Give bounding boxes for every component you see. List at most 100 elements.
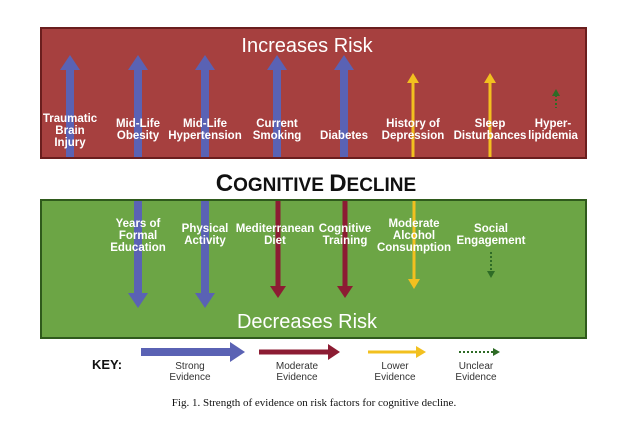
decrease-factor-physical-activity-line: Physical [182,223,229,235]
increase-factor-mid-life-hypertension-line: Hypertension [168,130,242,142]
key-moderate-arrow-head [328,344,340,360]
key-strong-arrow-head [230,342,245,362]
decrease-arrow-years-of-formal-education-head [128,293,148,308]
key-label: KEY: [92,357,122,372]
key-lower-arrow-head [416,346,426,358]
decrease-factor-social-engagement-line: Engagement [456,235,525,247]
increase-arrow-diabetes-head [334,55,354,70]
cognitive-decline-heading: COGNITIVE DECLINE [216,170,416,197]
decrease-arrow-physical-activity [195,201,215,308]
increase-arrow-history-of-depression [407,73,419,157]
decrease-factor-moderate-alcohol-consumption-line: Moderate [388,218,439,230]
increase-factor-traumatic-brain-injury-line: Injury [54,137,86,149]
key-unclear-arrow [459,348,500,356]
decrease-arrow-cognitive-training [337,201,353,298]
key-unclear-arrow-head [493,348,500,356]
increases-panel [40,27,587,159]
decrease-arrow-moderate-alcohol-consumption-head [408,279,420,289]
increases-arrows [60,55,560,157]
decrease-factor-social-engagement-line: Social [474,223,508,235]
decreases-panel [40,199,587,339]
decrease-arrow-physical-activity-head [195,293,215,308]
decrease-factor-cognitive-training-line: Cognitive [319,223,371,235]
key-strong-label-line: Evidence [169,372,211,383]
increase-arrow-sleep-disturbances [484,73,496,157]
increase-factor-sleep-disturbances-line: Disturbances [454,130,527,142]
increase-arrow-diabetes [334,55,354,157]
increase-arrow-mid-life-obesity [128,55,148,157]
decrease-arrow-cognitive-training-head [337,286,353,298]
decrease-factor-cognitive-training-line: Training [323,235,368,247]
key-moderate-label-line: Moderate [276,361,319,372]
increase-arrow-mid-life-obesity-head [128,55,148,70]
increase-factor-traumatic-brain-injury-line: Traumatic [43,113,98,125]
decrease-factor-moderate-alcohol-consumption-line: Alcohol [393,230,435,242]
decrease-arrow-social-engagement-head [487,271,495,278]
key-moderate-arrow [259,344,340,360]
increase-factor-current-smoking-line: Smoking [253,130,302,142]
increase-arrow-traumatic-brain-injury [60,55,80,157]
increase-factor-history-of-depression-line: History of [386,118,440,130]
key-unclear-label-line: Unclear [459,361,494,372]
decrease-arrow-social-engagement [487,252,495,278]
increase-arrow-current-smoking [267,55,287,157]
increase-factor-sleep-disturbances-line: Sleep [475,118,506,130]
key-lower-label-line: Evidence [374,372,416,383]
decrease-factor-years-of-formal-education-line: Years of [116,218,161,230]
key-strong-arrow [141,342,245,362]
increase-arrow-current-smoking-head [267,55,287,70]
key-strong-label-line: Strong [175,361,204,372]
increase-arrow-mid-life-hypertension [195,55,215,157]
decrease-factor-mediterranean-diet-line: Diet [264,235,286,247]
increase-arrow-mid-life-hypertension-head [195,55,215,70]
decrease-arrow-years-of-formal-education [128,201,148,308]
increase-arrow-history-of-depression-head [407,73,419,83]
key-lower-label-line: Lower [381,361,409,372]
increase-factor-mid-life-obesity-line: Obesity [117,130,160,142]
increase-factor-hyperlipidemia-line: Hyper- [535,118,572,130]
figure-caption: Fig. 1. Strength of evidence on risk fac… [172,397,457,409]
increase-arrow-traumatic-brain-injury-head [60,55,80,70]
increase-factor-traumatic-brain-injury-line: Brain [55,125,84,137]
decrease-factor-moderate-alcohol-consumption-line: Consumption [377,242,451,254]
decrease-factor-physical-activity-line: Activity [184,235,226,247]
key-lower-arrow [368,346,426,358]
key-moderate-label-line: Evidence [276,372,318,383]
decrease-factor-years-of-formal-education-line: Formal [119,230,157,242]
decreases-title: Decreases Risk [237,311,378,333]
increase-factor-diabetes: Diabetes [320,130,368,142]
decrease-arrow-mediterranean-diet-head [270,286,286,298]
increase-factor-diabetes-line: Diabetes [320,130,368,142]
decreases-arrows [128,201,495,308]
increase-factor-hyperlipidemia-line: lipidemia [528,130,578,142]
increase-factor-mid-life-obesity-line: Mid-Life [116,118,160,130]
increase-factor-history-of-depression-line: Depression [382,130,445,142]
increase-arrow-hyperlipidemia [552,89,560,108]
increases-title: Increases Risk [241,35,373,57]
decrease-factor-years-of-formal-education-line: Education [110,242,166,254]
increase-factor-hyperlipidemia: Hyper-lipidemia [528,118,578,142]
increase-arrow-sleep-disturbances-head [484,73,496,83]
decrease-arrow-mediterranean-diet [270,201,286,298]
increase-factor-mid-life-hypertension-line: Mid-Life [183,118,227,130]
decrease-arrow-moderate-alcohol-consumption [408,201,420,289]
increase-factor-current-smoking-line: Current [256,118,298,130]
decrease-factor-mediterranean-diet-line: Mediterranean [236,223,315,235]
